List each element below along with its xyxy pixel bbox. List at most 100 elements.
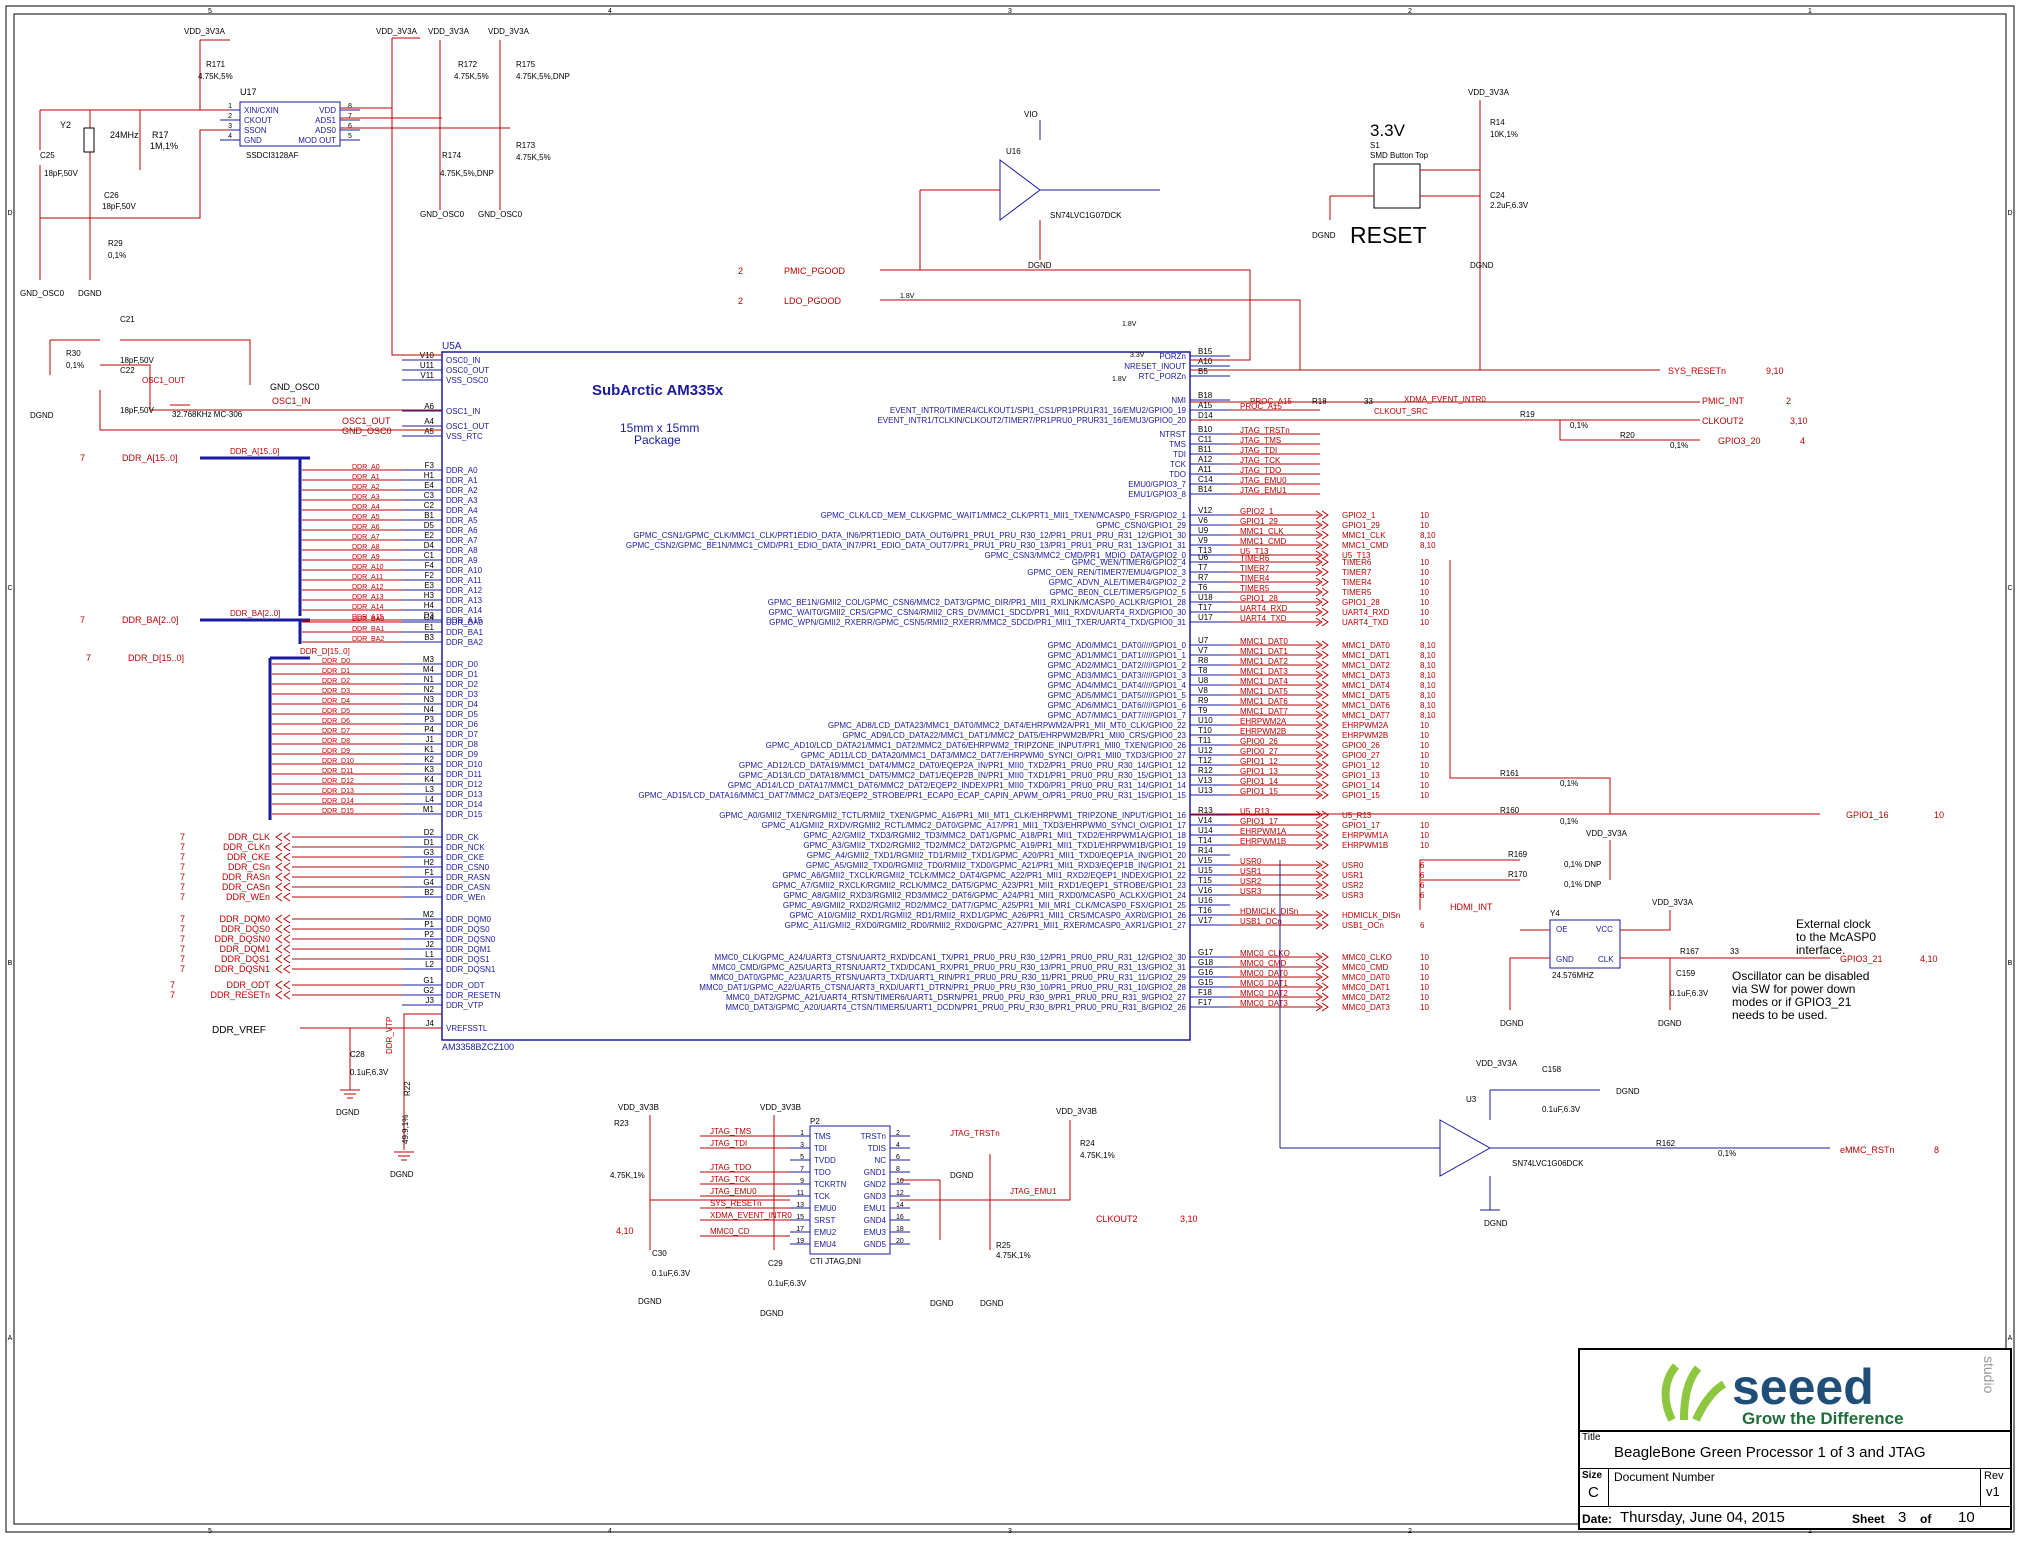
u5-right-port-arrow <box>1315 952 1329 962</box>
u5-right-port-name: MMC0_DAT1 <box>1342 983 1390 992</box>
u5-right-port-arrow <box>1315 700 1329 710</box>
ddr-ctrl-port: DDR_RASn <box>222 872 270 882</box>
p2-left-name: EMU2 <box>814 1228 837 1237</box>
u5-right-pin-number: V15 <box>1198 856 1213 865</box>
u5-right-port-arrow <box>1315 710 1329 720</box>
r29-val: 0,1% <box>108 251 126 260</box>
u5-left-pin-name: DDR_D9 <box>446 750 479 759</box>
u5-right-pin-name: NRESET_INOUT <box>1124 362 1186 371</box>
ddr-bus-label: DDR_A[15..0] <box>230 447 279 456</box>
p2-right-num: 18 <box>896 1226 904 1233</box>
ddr-ctrl-arrow <box>275 964 291 974</box>
u5-right-pin-number: V14 <box>1198 816 1213 825</box>
u5-right-port-sheet: 8,10 <box>1420 531 1436 540</box>
u5-left-pin-number: D4 <box>424 541 435 550</box>
u5-right-port-sheet: 10 <box>1420 963 1429 972</box>
u5-right-net-label: MMC0_DAT3 <box>1240 999 1288 1008</box>
y2-ref: Y2 <box>60 120 71 130</box>
y4-pin-oe: OE <box>1556 925 1568 934</box>
u5-left-pin-number: H2 <box>424 858 435 867</box>
u5-left-pin-number: F2 <box>425 571 435 580</box>
u5-right-net-label: MMC1_CLK <box>1240 527 1284 536</box>
u5-right-pin-name: GPMC_A4/GMII2_TXD1/RGMII2_TD1/RMII2_TXD1… <box>807 851 1187 860</box>
vio-label: VIO <box>1024 110 1038 119</box>
u5-right-pin-name: GPMC_AD12/LCD_DATA19/MMC1_DAT4/MMC2_DAT0… <box>739 761 1187 770</box>
hdmi-int-net: HDMI_INT <box>1450 902 1493 912</box>
osc1-out-net-2: OSC1_OUT <box>342 416 391 426</box>
c25-val: 18pF,50V <box>44 169 78 178</box>
u5-right-net-label: HDMICLK_DISn <box>1240 907 1298 916</box>
u5-right-net-label: JTAG_EMU1 <box>1240 486 1287 495</box>
u5-right-net-label: MMC1_DAT7 <box>1240 707 1288 716</box>
u5-left-pin-name: DDR_RASN <box>446 873 490 882</box>
p2-left-name: TDI <box>814 1144 827 1153</box>
u5-right-pin-number: G18 <box>1198 958 1214 967</box>
y4-pin-gnd: GND <box>1556 955 1574 964</box>
u5-right-port-name: MMC1_DAT6 <box>1342 701 1390 710</box>
right-io-section: PROC_A15 R18 33 XDMA_EVENT_INTR0 CLKOUT_… <box>1190 395 1944 1228</box>
ddr-d-net: DDR_D2 <box>322 678 350 685</box>
u5-right-pin-number: A10 <box>1198 357 1213 366</box>
u5-right-net-label: TIMER7 <box>1240 564 1270 573</box>
p2-left-name: TVDD <box>814 1156 836 1165</box>
u3-part: SN74LVC1G06DCK <box>1512 1159 1584 1168</box>
jtag-clkout2-sheet: 3,10 <box>1180 1214 1198 1224</box>
ddr-ctrl-sheet: 7 <box>170 990 175 1000</box>
gpio3-21-sheet: 4,10 <box>1920 954 1938 964</box>
u17-left-num: 3 <box>228 123 232 130</box>
u5-right-pin-name: GPMC_ADVN_ALE/TIMER4/GPIO2_2 <box>1049 578 1187 587</box>
r175-val: 4.75K,5%,DNP <box>516 72 570 81</box>
u5-right-port-sheet: 10 <box>1420 741 1429 750</box>
u5-right-port-arrow <box>1315 830 1329 840</box>
sheet-total: 10 <box>1958 1509 1975 1526</box>
u5-left-pin-number: N1 <box>424 675 435 684</box>
ddr-ctrl-arrow <box>275 990 291 1000</box>
ddr-a-net: DDR_A14 <box>352 604 384 611</box>
ddr-ctrl-arrow <box>275 924 291 934</box>
r162-val: 0,1% <box>1718 1149 1736 1158</box>
u5-right-port-sheet: 10 <box>1420 511 1429 520</box>
u16-gnd: DGND <box>1028 261 1052 270</box>
u5-right-pin-number: A11 <box>1198 465 1212 474</box>
ddr-ctrl-port: DDR_DQM1 <box>219 944 270 954</box>
u5-right-port-sheet: 10 <box>1420 618 1429 627</box>
porz-voltage: 3.3V <box>1130 352 1145 359</box>
u5-right-pin-name: GPMC_AD15/LCD_DATA16/MMC1_DAT7/MMC2_DAT3… <box>638 791 1186 800</box>
r167-val: 33 <box>1730 947 1739 956</box>
jtag-net-label: SYS_RESETn <box>710 1199 762 1208</box>
u5-left-pin-number: P1 <box>424 920 434 929</box>
r169-val: 0,1% DNP <box>1564 860 1601 869</box>
p2-right-num: 6 <box>896 1154 900 1161</box>
u5-part: AM3358BZCZ100 <box>442 1042 514 1052</box>
u5-right-net-label: GPIO0_26 <box>1240 737 1278 746</box>
u5-right-port-arrow <box>1315 740 1329 750</box>
y4-gnd: DGND <box>1500 1019 1524 1028</box>
u5-right-port-name: UART4_RXD <box>1342 608 1390 617</box>
u5-right-pin-number: U18 <box>1198 593 1213 602</box>
r14-ref: R14 <box>1490 118 1505 127</box>
u5-left-pin-name: DDR_D4 <box>446 700 479 709</box>
u5-right-pins: B15PORZnA10NRESET_INOUTB5RTC_PORZnB18NMI… <box>626 347 1436 1012</box>
r174-ref: R174 <box>442 151 462 160</box>
jtag-net-label: JTAG_TDO <box>710 1163 751 1172</box>
border-number-bottom: 2 <box>1408 1528 1412 1535</box>
ddr-ctrl-arrow <box>275 872 291 882</box>
ddr-ctrl-arrow <box>275 914 291 924</box>
u5-package-line2: Package <box>634 433 681 447</box>
u5-left-pin-name: DDR_D5 <box>446 710 479 719</box>
r30-val: 0,1% <box>66 361 84 370</box>
u5-left-pin-name: DDR_BA2 <box>446 638 483 647</box>
u5-right-pin-name: GPMC_AD6/MMC1_DAT6/////GPIO1_6 <box>1047 701 1186 710</box>
r23-ref: R23 <box>614 1119 629 1128</box>
ddr-bus-sheet: 7 <box>86 653 91 663</box>
s1-ref: S1 <box>1370 141 1380 150</box>
u5-left-pin-number: D1 <box>424 838 435 847</box>
u5-right-pin-name: GPMC_AD14/LCD_DATA17/MMC1_DAT6/MMC2_DAT2… <box>728 781 1187 790</box>
u5-right-port-name: MMC1_CLK <box>1342 531 1386 540</box>
u5-right-port-arrow <box>1315 760 1329 770</box>
ddr-vref-label: DDR_VREF <box>212 1025 266 1036</box>
u5-right-pin-number: U14 <box>1198 826 1213 835</box>
osc-note-line: to the McASP0 <box>1796 930 1876 944</box>
u17-ref: U17 <box>240 87 257 97</box>
u5-right-pin-number: T10 <box>1198 726 1212 735</box>
